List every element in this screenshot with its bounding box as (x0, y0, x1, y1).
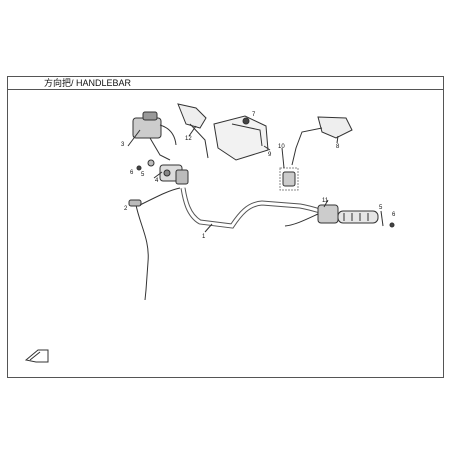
diagram-title: 方向把/ HANDLEBAR (44, 78, 132, 88)
callout-1: 1 (202, 234, 206, 240)
right-grip-assembly (284, 204, 379, 227)
callout-2: 2 (124, 206, 128, 212)
nut (242, 117, 250, 125)
callout-10: 10 (278, 144, 285, 150)
throttle-cable (128, 187, 181, 301)
diagram-frame (7, 76, 444, 378)
callout-6-left: 6 (130, 170, 134, 176)
callout-4: 4 (155, 178, 159, 184)
hand-guard (213, 115, 269, 161)
mirror-bracket (279, 167, 299, 191)
callout-11: 11 (322, 198, 329, 204)
brake-master-cylinder (132, 111, 177, 161)
title-bar (7, 76, 444, 90)
left-mirror (177, 103, 209, 159)
direction-arrow-icon (24, 349, 49, 363)
left-switch-housing (159, 164, 189, 185)
callout-6-right: 6 (392, 212, 396, 218)
callout-12: 12 (185, 136, 192, 142)
handlebar-tube (180, 187, 336, 229)
callout-8: 8 (336, 144, 340, 150)
callout-5-left: 5 (141, 172, 145, 178)
callout-7: 7 (252, 112, 256, 118)
callout-9: 9 (268, 152, 272, 158)
right-mirror (291, 116, 353, 166)
callout-3: 3 (121, 142, 125, 148)
callout-5-right: 5 (379, 205, 383, 211)
